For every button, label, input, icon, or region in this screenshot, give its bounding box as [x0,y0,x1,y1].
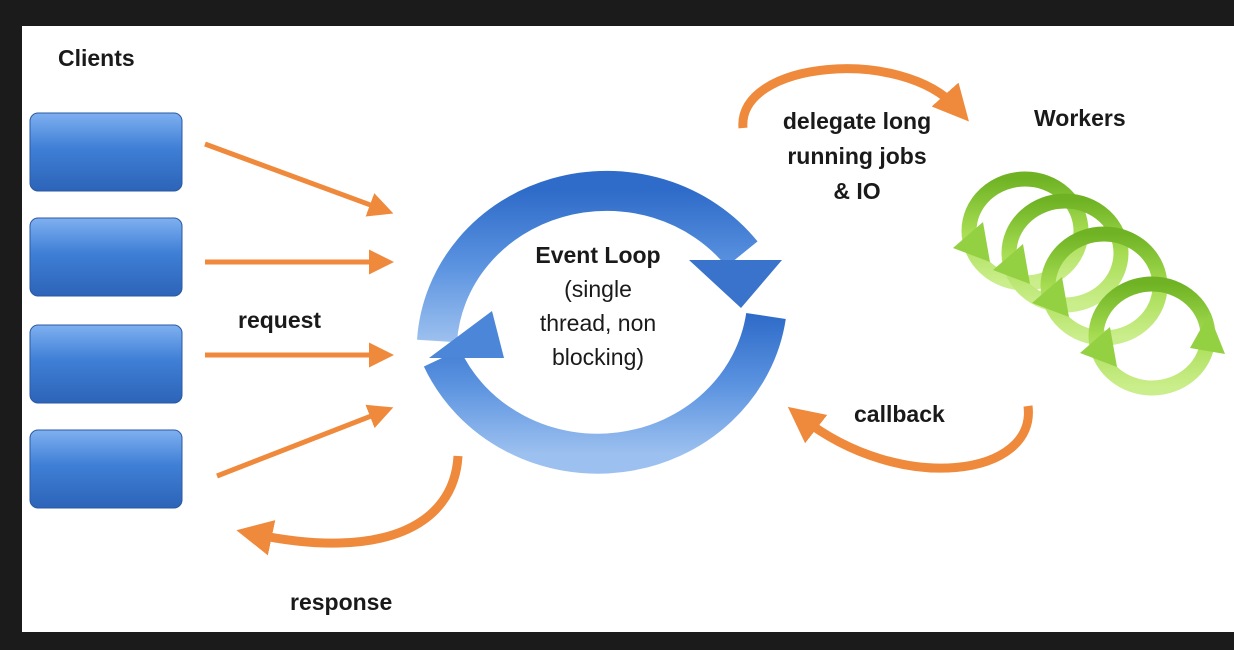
event-loop-desc-line-2: thread, non [539,310,657,337]
response-arrow [236,455,463,556]
request-arrows [204,141,394,479]
event-loop-arrowhead [689,260,782,308]
worker-rings [953,171,1225,396]
delegate-line-3: & IO [833,177,881,204]
client-box [29,324,183,404]
delegate-line-2: running jobs [787,142,927,169]
event-loop-title: Event Loop [535,242,661,268]
request-label: request [238,307,322,333]
delegate-label: delegate long running jobs & IO [760,104,954,209]
callback-label: callback [854,401,945,427]
response-label: response [290,589,393,615]
diagram-canvas: Clients Workers request response callbac… [22,26,1234,632]
diagram-svg [29,64,1225,556]
event-loop-ring [417,170,786,474]
workers-label: Workers [1034,105,1126,131]
request-arrow [204,141,394,217]
client-box [29,217,183,297]
delegate-arrow [738,64,969,129]
client-boxes [29,112,183,509]
client-box [29,112,183,192]
event-loop-desc-line-3: blocking) [551,344,645,371]
event-loop-arrowhead [429,311,504,358]
client-box [29,429,183,509]
clients-label: Clients [58,45,135,71]
event-loop-label: Event Loop (single thread, non blocking) [508,238,688,374]
event-loop-desc-line-1: (single [564,276,632,303]
callback-arrow [787,405,1033,473]
delegate-line-1: delegate long [782,108,932,134]
worker-ring [1080,276,1225,396]
request-arrow [216,404,394,479]
